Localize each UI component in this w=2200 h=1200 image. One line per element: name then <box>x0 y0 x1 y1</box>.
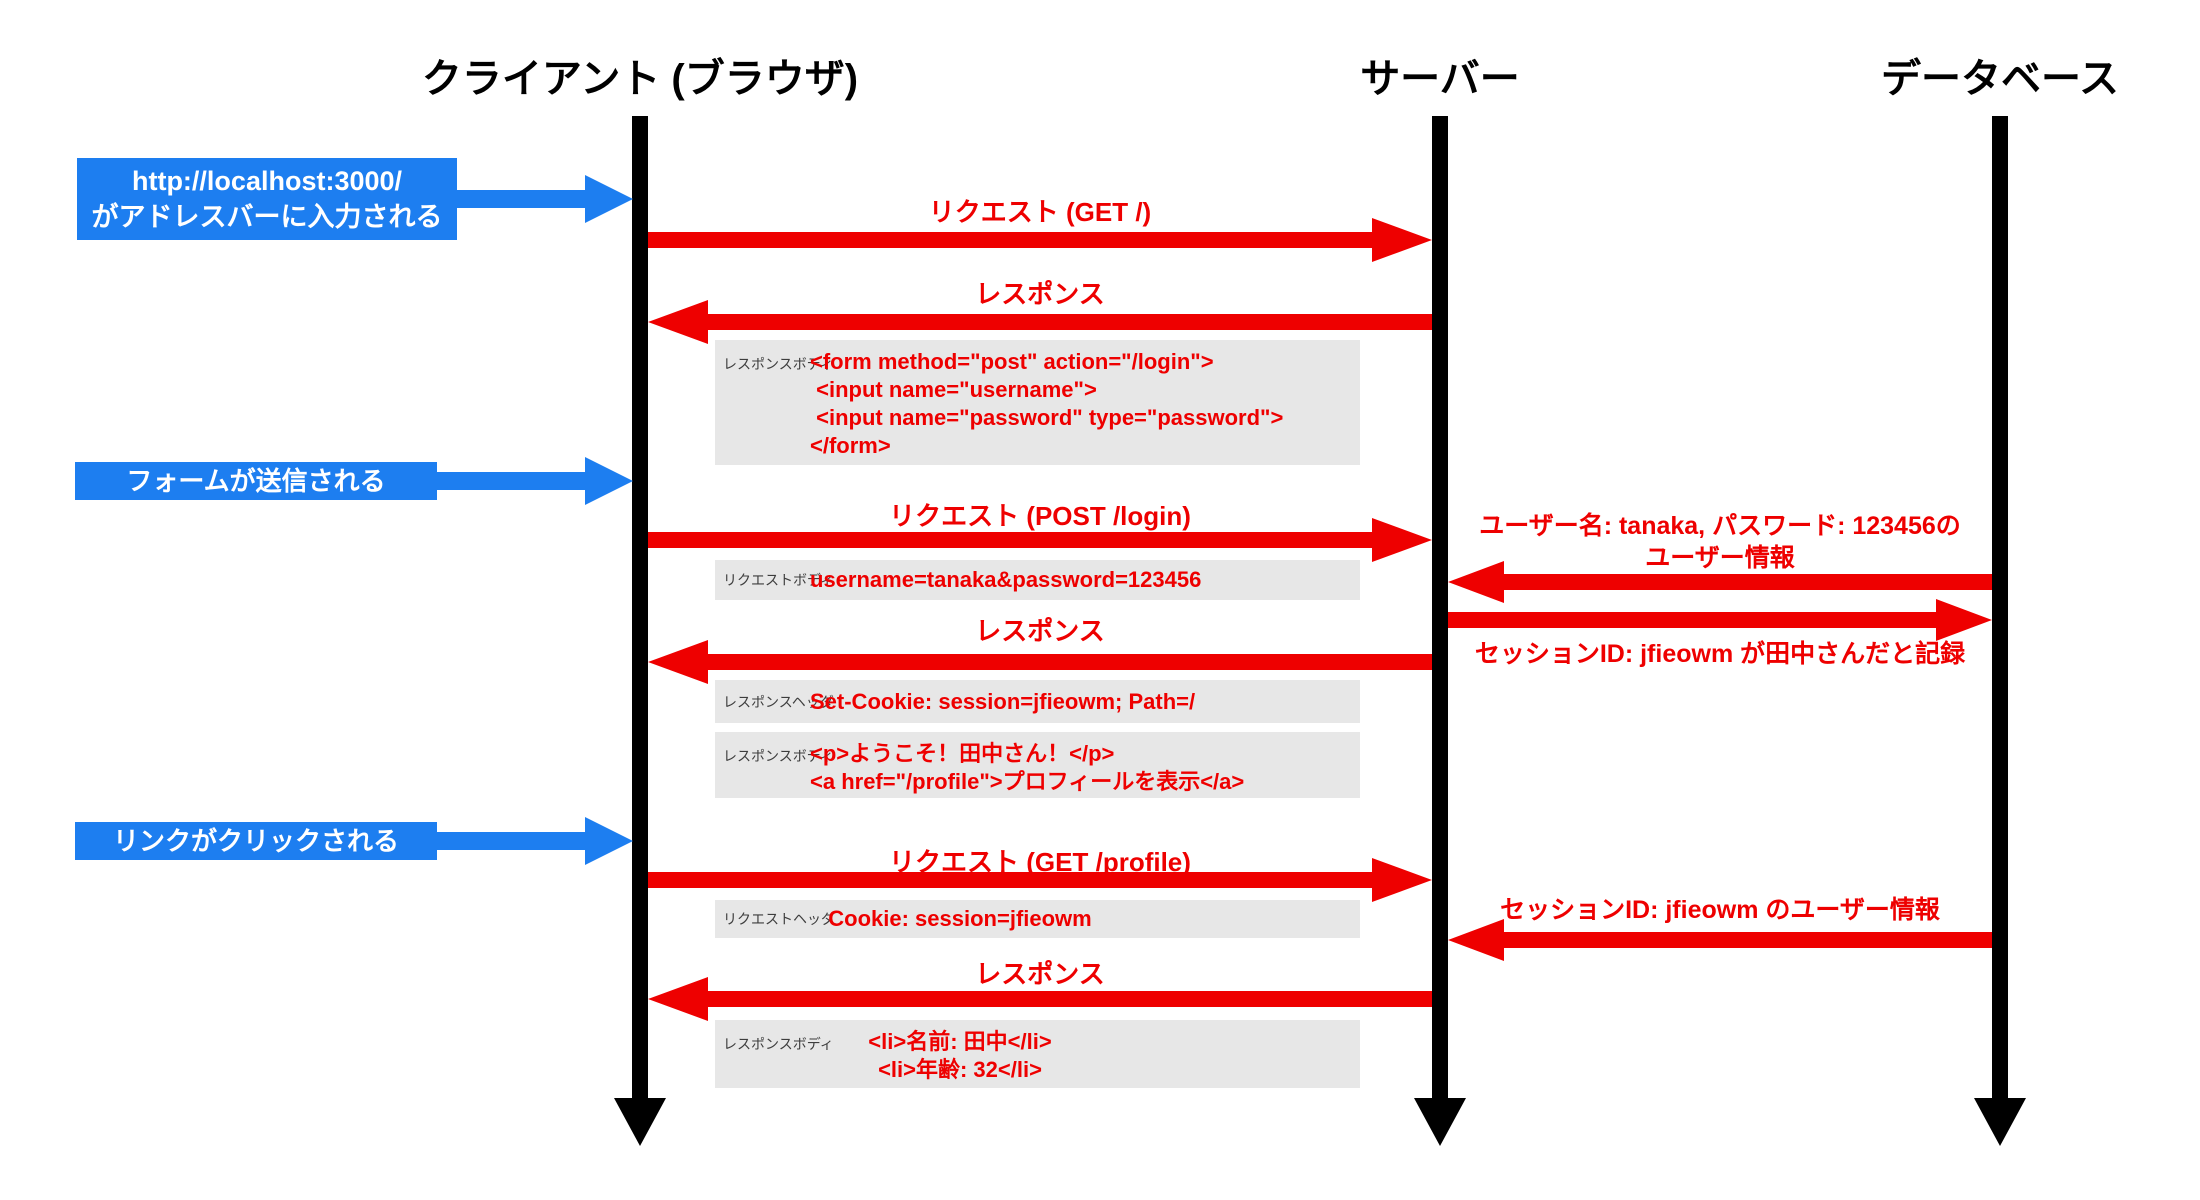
db-message-arrowhead-2 <box>1936 599 1992 641</box>
lifeline-arrowhead-database <box>1974 1098 2026 1146</box>
event-url-line-2: がアドレスバーに入力される <box>91 202 443 232</box>
message-arrow-shaft-5 <box>648 872 1372 888</box>
message-label-response-2: レスポンス <box>975 616 1105 646</box>
lifeline-server <box>1432 116 1448 1100</box>
payload-box-response-header: レスポンスヘッダ Set-Cookie: session=jfieowm; Pa… <box>715 680 1360 723</box>
message-arrowhead-2 <box>648 300 708 344</box>
payload-box-response-body-profile: レスポンスボディ <li>名前: 田中</li> <li>年齢: 32</li> <box>715 1020 1360 1088</box>
payload-box-request-header: リクエストヘッダ Cookie: session=jfieowm <box>715 900 1360 938</box>
payload-label-5: リクエストヘッダ <box>723 911 835 927</box>
payload-code-line: <p>ようこそ！田中さん！</p> <box>810 741 1115 766</box>
message-label-request-post-login: リクエスト (POST /login) <box>889 501 1191 531</box>
message-label-request-get-root: リクエスト (GET /) <box>928 197 1152 227</box>
message-label-response-3: レスポンス <box>975 959 1105 989</box>
lifeline-arrowhead-server <box>1414 1098 1466 1146</box>
payload-code-line: <input name="username"> <box>810 377 1097 402</box>
db-message-label-session-recorded: セッションID: jfieowm が田中さんだと記録 <box>1474 640 1966 668</box>
message-arrowhead-3 <box>1372 518 1432 562</box>
payload-code-line: <input name="password" type="password"> <box>810 405 1284 430</box>
message-label-response-1: レスポンス <box>975 279 1105 309</box>
db-message-label-userinfo-line-2: ユーザー情報 <box>1645 544 1795 572</box>
event-arrow-shaft-3 <box>437 832 587 850</box>
payload-code-line: <li>名前: 田中</li> <box>868 1029 1052 1054</box>
event-arrow-shaft-1 <box>457 190 587 208</box>
payload-code-line: <a href="/profile">プロフィールを表示</a> <box>810 769 1245 794</box>
message-arrow-shaft-2 <box>708 314 1432 330</box>
db-message-label-userinfo-line-1: ユーザー名: tanaka, パスワード: 123456の <box>1479 512 1961 540</box>
lifeline-arrowhead-client <box>614 1098 666 1146</box>
payload-box-request-body: リクエストボディ username=tanaka&password=123456 <box>715 560 1360 600</box>
message-arrow-shaft-6 <box>708 991 1432 1007</box>
payload-code-line: <li>年齢: 32</li> <box>878 1057 1042 1082</box>
db-message-arrowhead-1 <box>1448 561 1504 603</box>
event-box-form-submitted: フォームが送信される <box>75 462 437 500</box>
payload-box-response-body-welcome: レスポンスボディ <p>ようこそ！田中さん！</p> <a href="/pro… <box>715 732 1360 798</box>
message-arrow-shaft-4 <box>708 654 1432 670</box>
event-form-line: フォームが送信される <box>126 466 386 496</box>
message-arrowhead-4 <box>648 640 708 684</box>
event-arrowhead-3 <box>585 817 633 865</box>
message-arrow-shaft-1 <box>648 232 1372 248</box>
db-message-arrowhead-3 <box>1448 919 1504 961</box>
payload-code-4: <p>ようこそ！田中さん！</p> <a href="/profile">プロフ… <box>810 740 1360 796</box>
db-message-arrow-shaft-3 <box>1504 932 1992 948</box>
event-arrowhead-2 <box>585 457 633 505</box>
payload-code-line: <form method="post" action="/login"> <box>810 349 1214 374</box>
payload-label-2: リクエストボディ <box>723 572 835 588</box>
payload-code-5: Cookie: session=jfieowm <box>810 905 1360 933</box>
payload-code-2: username=tanaka&password=123456 <box>810 566 1360 594</box>
payload-label-1: レスポンスボディ <box>723 356 834 372</box>
actor-title-database: データベース <box>1881 57 2119 101</box>
payload-code-line: Set-Cookie: session=jfieowm; Path=/ <box>810 688 1196 714</box>
event-box-url-entered: http://localhost:3000/ がアドレスバーに入力される <box>77 158 457 240</box>
db-message-arrow-shaft-1 <box>1504 574 1992 590</box>
actor-title-server: サーバー <box>1360 57 1520 101</box>
event-arrow-shaft-2 <box>437 472 587 490</box>
lifeline-client <box>632 116 648 1100</box>
payload-code-line: username=tanaka&password=123456 <box>810 567 1202 592</box>
payload-code-6: <li>名前: 田中</li> <li>年齢: 32</li> <box>810 1028 1360 1084</box>
payload-code-line: Cookie: session=jfieowm <box>828 906 1092 931</box>
db-message-label-session-userinfo: セッションID: jfieowm のユーザー情報 <box>1500 896 1940 924</box>
payload-box-response-body-form: レスポンスボディ <form method="post" action="/lo… <box>715 340 1360 465</box>
event-box-link-clicked: リンクがクリックされる <box>75 822 437 860</box>
payload-code-1: <form method="post" action="/login"> <in… <box>810 348 1360 460</box>
message-arrowhead-6 <box>648 977 708 1021</box>
payload-code-line: </form> <box>810 433 891 458</box>
message-arrow-shaft-3 <box>648 532 1372 548</box>
db-message-arrow-shaft-2 <box>1448 612 1936 628</box>
payload-label-4: レスポンスボディ <box>723 748 834 764</box>
actor-title-client: クライアント (ブラウザ) <box>421 57 859 101</box>
payload-label-6: レスポンスボディ <box>723 1036 834 1052</box>
lifeline-database <box>1992 116 2008 1100</box>
event-url-line-1: http://localhost:3000/ <box>131 166 403 196</box>
message-arrowhead-1 <box>1372 218 1432 262</box>
event-arrowhead-1 <box>585 175 633 223</box>
payload-label-3: レスポンスヘッダ <box>723 693 834 710</box>
message-arrowhead-5 <box>1372 858 1432 902</box>
payload-code-3: Set-Cookie: session=jfieowm; Path=/ <box>810 688 1360 716</box>
event-link-line: リンクがクリックされる <box>112 826 399 856</box>
